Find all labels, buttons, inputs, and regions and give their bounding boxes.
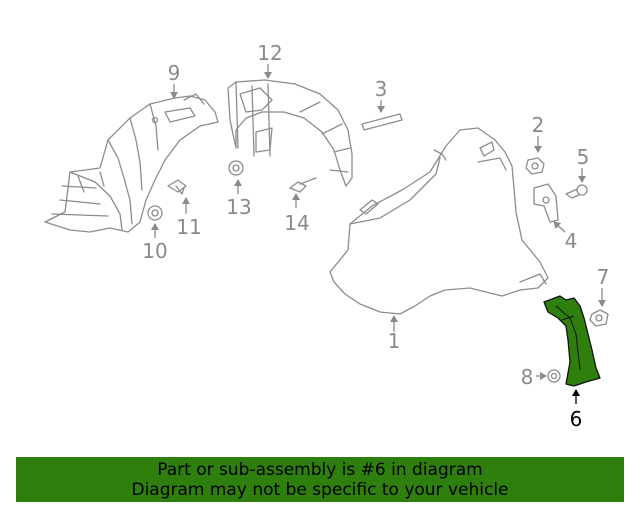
callout-14: 14 [284,211,309,235]
highlight-banner: Part or sub-assembly is #6 in diagram Di… [16,457,624,502]
callout-11: 11 [176,215,201,239]
part-8-clip-drawing [547,369,561,383]
part-14-push-clip-drawing [289,177,317,193]
parts-diagram: 9 12 3 2 5 4 7 8 10 11 13 14 1 6 [44,41,610,431]
callout-12: 12 [257,41,282,65]
part-11-push-clip-drawing [167,179,187,195]
part-9-fender-liner-drawing [44,93,219,233]
callout-5: 5 [577,145,590,169]
part-1-fender-drawing [329,127,549,315]
callout-1: 1 [388,329,401,353]
callout-2: 2 [532,113,545,137]
callout-10: 10 [142,239,167,263]
part-13-clip-drawing [228,160,244,176]
part-12-liner-drawing [227,79,353,187]
callout-3: 3 [375,77,388,101]
part-7-nut-drawing [589,309,609,327]
part-4-bracket-drawing [533,183,559,223]
part-5-bolt-drawing [565,184,588,199]
banner-line-2: Diagram may not be specific to your vehi… [131,480,509,500]
banner-line-1: Part or sub-assembly is #6 in diagram [157,460,483,480]
leader-lines [151,64,606,404]
part-2-nut-drawing [525,157,545,175]
callout-8: 8 [521,365,534,389]
part-10-clip-drawing [147,205,163,221]
callout-7: 7 [597,265,610,289]
part-3-strip-drawing [361,113,403,131]
callout-4: 4 [565,229,578,253]
callout-9: 9 [168,61,181,85]
callout-13: 13 [226,195,251,219]
callout-6-highlighted: 6 [570,407,583,431]
part-6-highlighted-drawing [543,295,601,387]
